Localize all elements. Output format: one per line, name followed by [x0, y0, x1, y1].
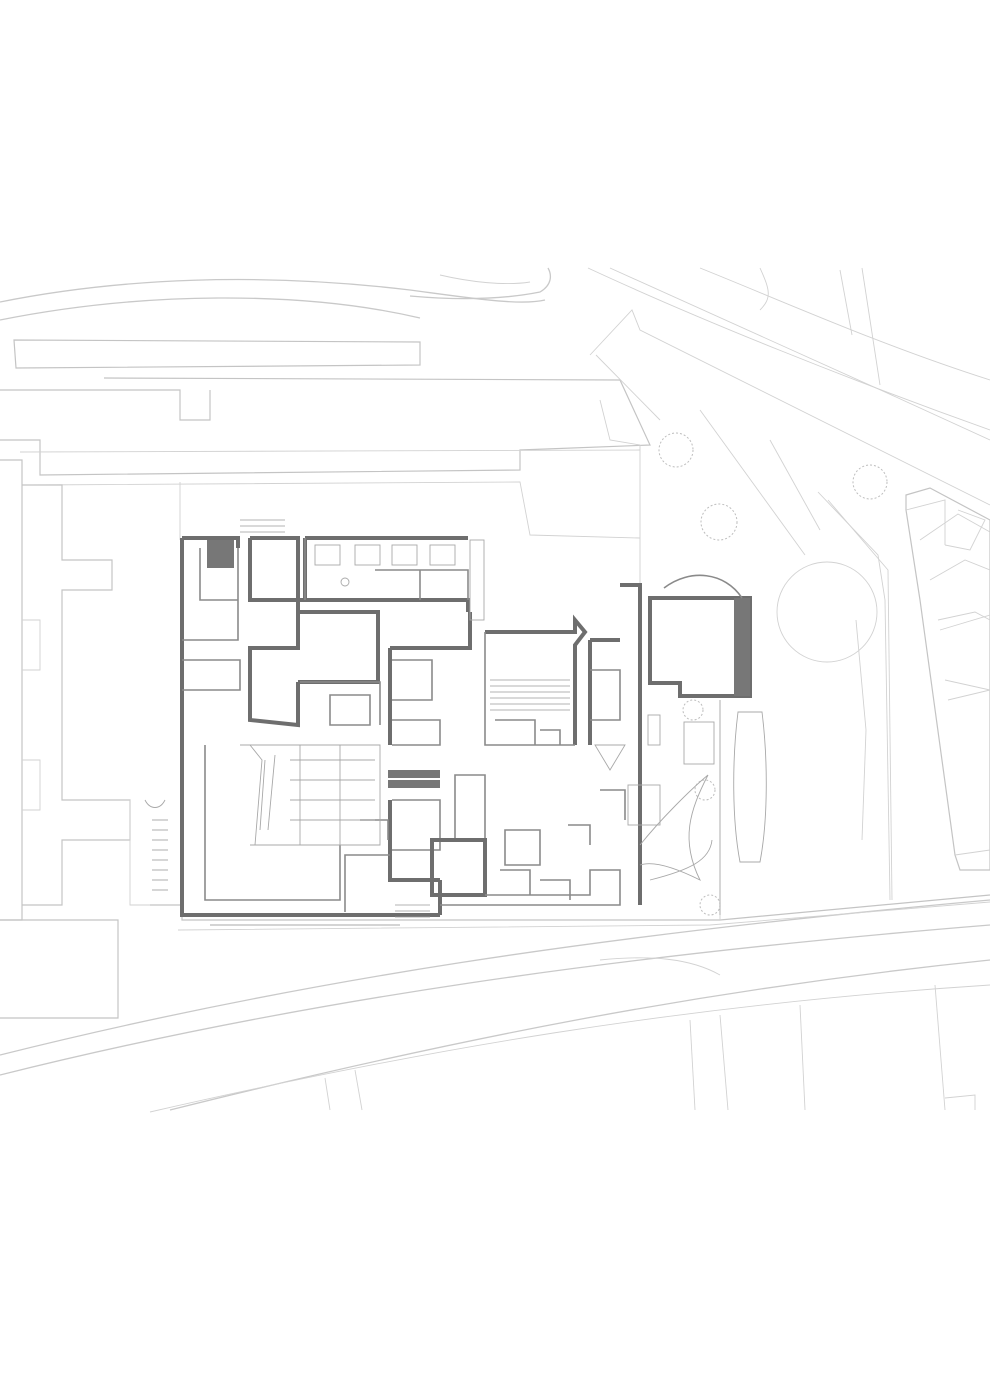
north-stair [240, 519, 485, 621]
main-building [180, 536, 752, 917]
stairs-and-fixtures [144, 519, 570, 926]
south-stair [395, 904, 430, 918]
existing-building-north [0, 339, 651, 590]
seating-rows [490, 679, 570, 711]
practice-rooms [314, 544, 456, 587]
main-hall [204, 744, 381, 901]
west-stair [144, 799, 168, 891]
existing-building-west [0, 459, 150, 1019]
site-context-top [0, 267, 990, 441]
site-context-south-road [0, 899, 990, 1113]
site-context-east [589, 309, 990, 901]
east-garden [594, 699, 767, 916]
